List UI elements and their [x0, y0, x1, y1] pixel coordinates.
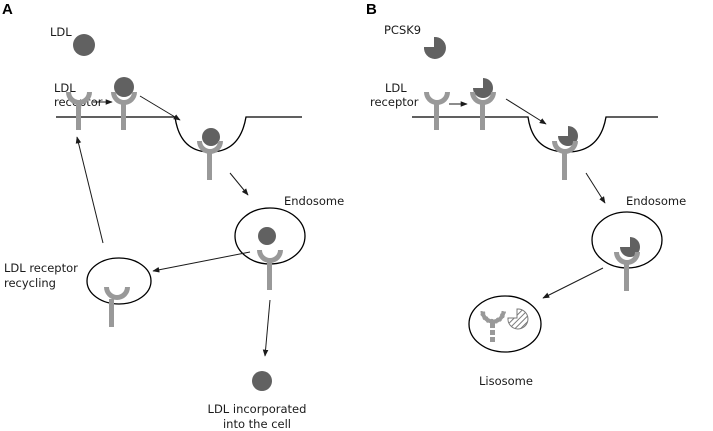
internalization-arrow-b — [505, 98, 547, 125]
internalization-arrow-a — [139, 95, 181, 121]
pcsk9-molecule — [423, 36, 446, 59]
recycling-vesicle — [86, 257, 152, 305]
endosome-label-a: Endosome — [284, 194, 344, 208]
cell-membrane-a — [56, 116, 302, 153]
recycling-arrow-a — [152, 251, 251, 273]
lysosome — [468, 295, 542, 353]
pcsk9-label: PCSK9 — [384, 23, 421, 37]
recycling-label-line2: recycling — [4, 276, 56, 290]
incorporated-label-line2: into the cell — [223, 417, 291, 431]
lysosome-label: Lisosome — [479, 374, 533, 388]
return-to-membrane-arrow — [75, 136, 104, 244]
ldl-receptor-pcsk9-bound — [470, 78, 496, 130]
recycling-label-line1: LDL receptor — [4, 261, 78, 275]
panel-a: A LDL LDL receptor Endosome — [2, 1, 344, 431]
receptor-in-endosome-a — [257, 227, 283, 290]
receptor-in-recycling-vesicle — [104, 287, 130, 327]
degradation-arrow — [542, 267, 604, 299]
degraded-receptor-in-lysosome — [479, 308, 529, 342]
panel-a-letter: A — [2, 1, 13, 18]
incorporation-arrow — [262, 299, 271, 357]
endosome-label-b: Endosome — [626, 194, 686, 208]
degraded-pcsk9 — [507, 308, 529, 330]
panel-b-letter: B — [366, 1, 377, 18]
endocytosis-arrow-a — [229, 172, 249, 196]
receptor-in-pit-a — [197, 128, 223, 180]
receptor-label-b-line2: receptor — [370, 95, 419, 109]
cell-membrane-b — [412, 116, 658, 153]
panel-b: B PCSK9 LDL receptor Endosome — [366, 1, 686, 388]
receptor-label-line1: LDL — [54, 81, 76, 95]
ldl-receptor-free-b — [424, 92, 450, 130]
receptor-in-pit-b — [552, 126, 578, 180]
incorporated-ldl-particle — [252, 371, 272, 391]
endocytosis-arrow-b — [585, 172, 606, 204]
ldl-label: LDL — [50, 25, 72, 39]
endosome-b — [591, 211, 663, 269]
ldl-particle — [73, 34, 95, 56]
ldl-receptor-free — [66, 92, 92, 130]
incorporated-label-line1: LDL incorporated — [208, 402, 307, 416]
receptor-label-b-line1: LDL — [385, 81, 407, 95]
receptor-in-endosome-b — [614, 237, 640, 291]
ldl-receptor-bound — [111, 77, 137, 130]
